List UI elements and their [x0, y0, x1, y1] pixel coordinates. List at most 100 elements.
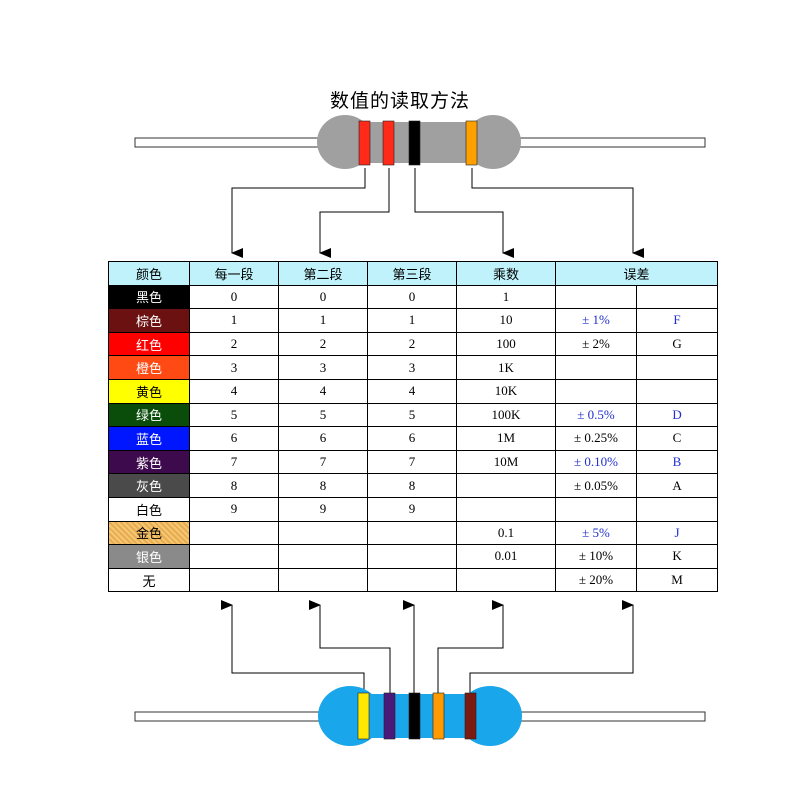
digit3-cell: 1 [367, 308, 457, 333]
digit3-cell: 3 [367, 355, 457, 380]
arrow-band2-to-digit2 [319, 168, 390, 258]
digit2-cell: 2 [278, 331, 368, 357]
multiplier-cell: 1 [456, 284, 556, 310]
top-resistor-lead-right [509, 137, 706, 148]
color-cell: 灰色 [108, 473, 190, 498]
multiplier-cell [456, 473, 556, 498]
digit2-cell: 6 [278, 426, 368, 451]
header-digit3: 第三段 [367, 261, 457, 286]
digit2-cell: 1 [278, 308, 368, 333]
tolerance-code-cell: J [635, 520, 719, 546]
multiplier-cell [456, 567, 556, 593]
digit1-cell: 0 [189, 284, 279, 310]
digit1-cell [189, 544, 279, 569]
tolerance-code-cell: D [635, 402, 719, 428]
color-cell: 金色 [108, 520, 190, 546]
header-digit2: 第二段 [278, 261, 368, 286]
color-cell: 白色 [108, 496, 190, 522]
top-band-1 [358, 120, 371, 166]
top-band-4 [465, 120, 478, 166]
header-digit1: 每一段 [189, 261, 279, 286]
tolerance-code-cell: K [635, 544, 719, 569]
tolerance-code-cell: C [635, 426, 719, 451]
digit3-cell: 7 [367, 449, 457, 475]
digit3-cell [367, 544, 457, 569]
tolerance-code-cell [635, 284, 719, 310]
tolerance-cell: ± 0.05% [555, 473, 637, 498]
tolerance-cell: ± 0.5% [555, 402, 637, 428]
digit2-cell [278, 520, 368, 546]
tolerance-cell: ± 5% [555, 520, 637, 546]
digit3-cell [367, 567, 457, 593]
digit1-cell: 8 [189, 473, 279, 498]
digit3-cell: 8 [367, 473, 457, 498]
digit2-cell: 5 [278, 402, 368, 428]
multiplier-cell: 100 [456, 331, 556, 357]
tolerance-cell: ± 10% [555, 544, 637, 569]
digit3-cell: 9 [367, 496, 457, 522]
tolerance-code-cell: A [635, 473, 719, 498]
bottom-band-4 [432, 692, 445, 740]
digit3-cell: 2 [367, 331, 457, 357]
arrow-band2-to-digit2-bottom [309, 600, 391, 693]
tolerance-cell: ± 0.25% [555, 426, 637, 451]
arrow-band4-to-tolerance [471, 168, 644, 258]
tolerance-code-cell: G [635, 331, 719, 357]
color-cell: 蓝色 [108, 426, 190, 451]
digit1-cell: 3 [189, 355, 279, 380]
tolerance-cell [555, 378, 637, 404]
top-band-3 [408, 120, 421, 166]
digit1-cell: 1 [189, 308, 279, 333]
tolerance-code-cell: B [635, 449, 719, 475]
multiplier-cell: 1K [456, 355, 556, 380]
multiplier-cell: 10K [456, 378, 556, 404]
header-color: 颜色 [108, 261, 190, 286]
arrow-band1-to-digit1 [231, 168, 366, 258]
tolerance-code-cell: F [635, 308, 719, 333]
tolerance-cell [555, 284, 637, 310]
digit2-cell: 3 [278, 355, 368, 380]
digit2-cell [278, 567, 368, 593]
multiplier-cell: 10 [456, 308, 556, 333]
digit2-cell: 8 [278, 473, 368, 498]
digit1-cell [189, 520, 279, 546]
digit2-cell: 0 [278, 284, 368, 310]
top-resistor [134, 115, 706, 169]
color-cell: 红色 [108, 331, 190, 357]
color-cell: 绿色 [108, 402, 190, 428]
top-arrows [231, 168, 644, 258]
tolerance-cell [555, 355, 637, 380]
tolerance-cell: ± 2% [555, 331, 637, 357]
bottom-band-5 [464, 692, 477, 740]
header-tolerance: 误差 [554, 261, 719, 286]
digit2-cell: 9 [278, 496, 368, 522]
arrow-band3-to-multiplier [414, 168, 514, 258]
multiplier-cell: 100K [456, 402, 556, 428]
bottom-resistor [134, 686, 706, 746]
tolerance-code-cell [635, 355, 719, 380]
color-cell: 棕色 [108, 308, 190, 333]
digit3-cell: 4 [367, 378, 457, 404]
bottom-band-1 [357, 692, 370, 740]
color-cell: 无 [108, 567, 190, 593]
table-header-row: 颜色 每一段 第二段 第三段 乘数 误差 [108, 261, 719, 286]
tolerance-code-cell [635, 496, 719, 522]
arrow-band1-to-digit1-bottom [221, 600, 365, 693]
color-cell: 黑色 [108, 284, 190, 310]
digit1-cell: 5 [189, 402, 279, 428]
top-resistor-lead-left [134, 137, 326, 148]
digit3-cell: 6 [367, 426, 457, 451]
digit1-cell: 7 [189, 449, 279, 475]
